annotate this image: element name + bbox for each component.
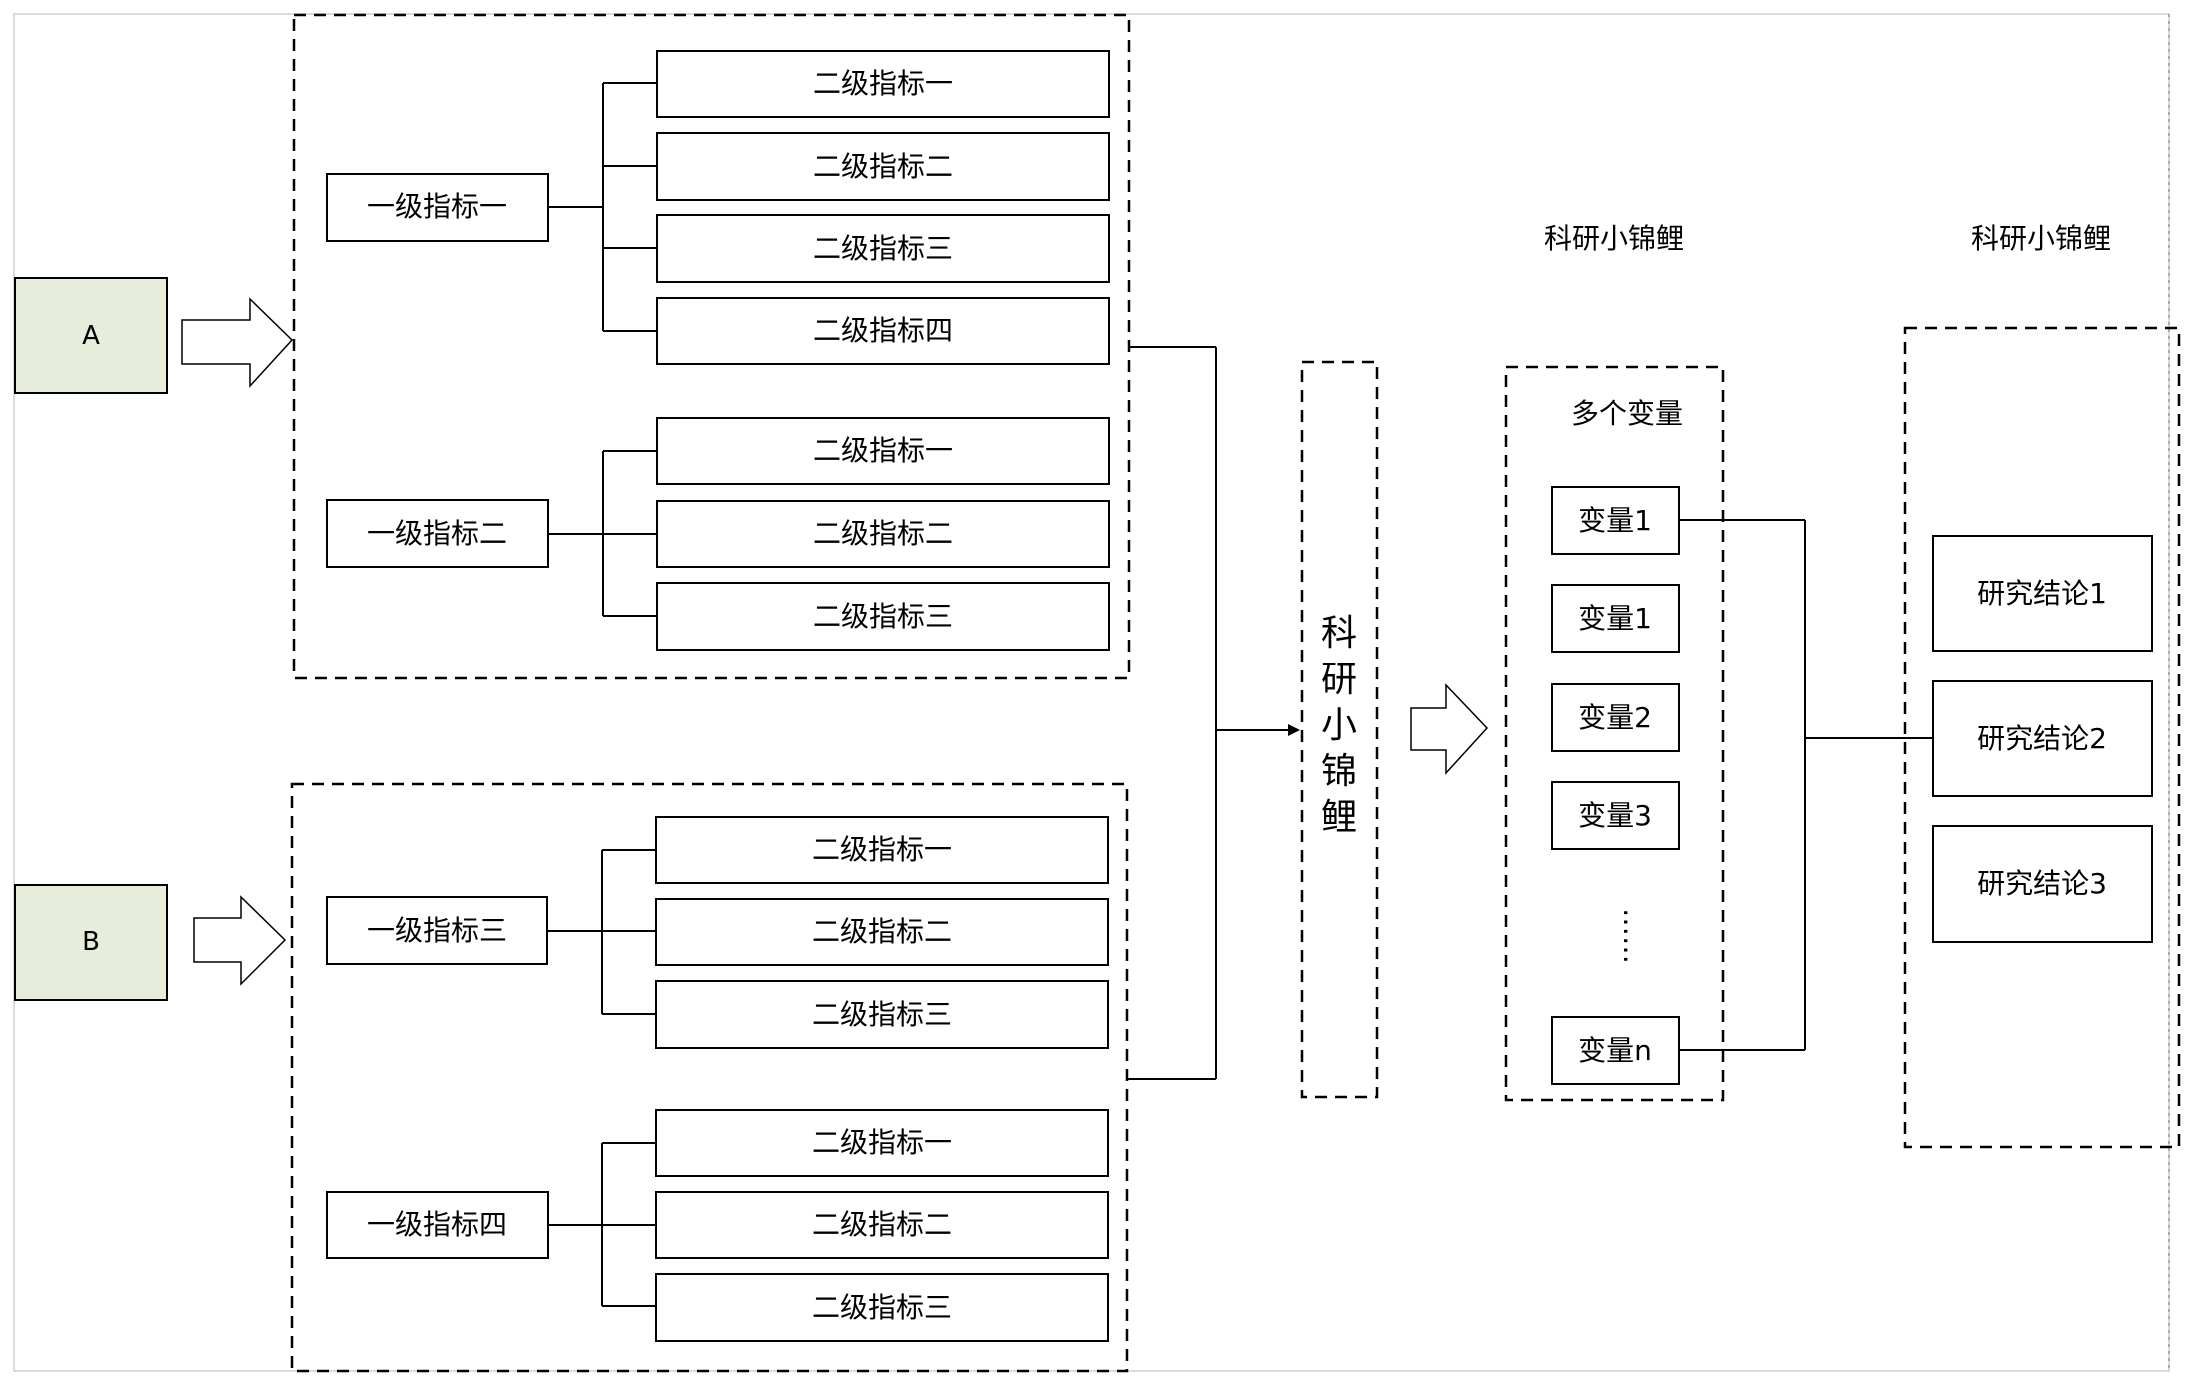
hollow-arrow-icon-center bbox=[1410, 683, 1489, 775]
svg-text:变量n: 变量n bbox=[1578, 1034, 1652, 1067]
outer-frame bbox=[13, 13, 2170, 1372]
source-a-label: A bbox=[82, 321, 100, 351]
bracket-primary-2 bbox=[548, 450, 657, 617]
svg-text:研究结论2: 研究结论2 bbox=[1977, 722, 2107, 755]
secondary-indicator-1-2: 二级指标二 bbox=[656, 132, 1110, 201]
svg-text:二级指标一: 二级指标一 bbox=[813, 434, 953, 467]
svg-text:一级指标一: 一级指标一 bbox=[367, 190, 507, 223]
svg-text:二级指标四: 二级指标四 bbox=[813, 314, 953, 347]
svg-text:二级指标二: 二级指标二 bbox=[812, 915, 952, 948]
secondary-indicator-3-1: 二级指标一 bbox=[655, 816, 1109, 884]
variable-item-3: 变量2 bbox=[1551, 683, 1680, 752]
source-a: A bbox=[14, 277, 168, 394]
svg-text:二级指标三: 二级指标三 bbox=[812, 998, 952, 1031]
conclusion-item-2: 研究结论2 bbox=[1932, 680, 2153, 797]
center-box-vertical-text: 科研小锦鲤 bbox=[1321, 613, 1357, 838]
svg-text:二级指标三: 二级指标三 bbox=[813, 600, 953, 633]
secondary-indicator-3-2: 二级指标二 bbox=[655, 898, 1109, 966]
primary-indicator-1: 一级指标一 bbox=[326, 173, 549, 242]
primary-indicator-3: 一级指标三 bbox=[326, 896, 548, 965]
variables-ellipsis-text: …… bbox=[1617, 908, 1650, 964]
conclusion-item-3: 研究结论3 bbox=[1932, 825, 2153, 943]
secondary-indicator-1-4: 二级指标四 bbox=[656, 297, 1110, 365]
variable-item-2: 变量1 bbox=[1551, 584, 1680, 653]
secondary-indicator-2-3: 二级指标三 bbox=[656, 582, 1110, 651]
secondary-indicator-4-2: 二级指标二 bbox=[655, 1191, 1109, 1259]
svg-text:一级指标二: 一级指标二 bbox=[367, 517, 507, 550]
variables-ellipsis: …… bbox=[1617, 908, 1650, 964]
svg-text:二级指标一: 二级指标一 bbox=[812, 833, 952, 866]
variables-title: 多个变量 bbox=[1571, 397, 1683, 430]
primary-indicator-2: 一级指标二 bbox=[326, 499, 549, 568]
hollow-arrow-icon-a bbox=[181, 297, 294, 388]
variable-item-1: 变量1 bbox=[1551, 486, 1680, 555]
group-frame-2 bbox=[290, 782, 1129, 1373]
conclusion-item-1: 研究结论1 bbox=[1932, 535, 2153, 652]
conclusions-frame bbox=[1903, 326, 2181, 1149]
svg-text:一级指标四: 一级指标四 bbox=[367, 1208, 507, 1241]
variable-item-4: 变量3 bbox=[1551, 781, 1680, 850]
connector-variables-to-conclusions bbox=[1679, 519, 1933, 1051]
conclusions-header: 科研小锦鲤 bbox=[1971, 222, 2111, 255]
variables-header: 科研小锦鲤 bbox=[1544, 222, 1684, 255]
svg-text:二级指标三: 二级指标三 bbox=[812, 1291, 952, 1324]
source-b: B bbox=[14, 884, 168, 1001]
svg-text:二级指标三: 二级指标三 bbox=[813, 232, 953, 265]
secondary-indicator-3-3: 二级指标三 bbox=[655, 980, 1109, 1049]
secondary-indicator-1-1: 二级指标一 bbox=[656, 50, 1110, 118]
svg-text:二级指标二: 二级指标二 bbox=[812, 1208, 952, 1241]
center-box-char: 鲤 bbox=[1321, 797, 1357, 838]
secondary-indicator-4-3: 二级指标三 bbox=[655, 1273, 1109, 1342]
center-box-char: 科 bbox=[1321, 613, 1357, 654]
center-box-char: 锦 bbox=[1321, 751, 1357, 792]
svg-text:变量1: 变量1 bbox=[1578, 504, 1652, 537]
bracket-primary-3 bbox=[547, 849, 656, 1015]
svg-text:研究结论3: 研究结论3 bbox=[1977, 867, 2107, 900]
svg-text:一级指标三: 一级指标三 bbox=[367, 914, 507, 947]
secondary-indicator-2-2: 二级指标二 bbox=[656, 500, 1110, 568]
bracket-primary-1 bbox=[548, 82, 657, 332]
svg-text:变量2: 变量2 bbox=[1578, 701, 1652, 734]
secondary-indicator-2-1: 二级指标一 bbox=[656, 417, 1110, 485]
svg-text:变量1: 变量1 bbox=[1578, 602, 1652, 635]
secondary-indicator-4-1: 二级指标一 bbox=[655, 1109, 1109, 1177]
center-box-char: 研 bbox=[1321, 659, 1357, 700]
svg-text:二级指标一: 二级指标一 bbox=[812, 1126, 952, 1159]
variable-item-n: 变量n bbox=[1551, 1016, 1680, 1085]
bracket-primary-4 bbox=[548, 1142, 656, 1307]
primary-indicator-4: 一级指标四 bbox=[326, 1191, 549, 1259]
center-box: 科研小锦鲤 bbox=[1300, 360, 1379, 1099]
hollow-arrow-icon-b bbox=[193, 895, 287, 986]
svg-text:二级指标二: 二级指标二 bbox=[813, 150, 953, 183]
source-b-label: B bbox=[82, 927, 100, 957]
variables-frame bbox=[1504, 365, 1725, 1102]
secondary-indicator-1-3: 二级指标三 bbox=[656, 214, 1110, 283]
svg-text:变量3: 变量3 bbox=[1578, 799, 1652, 832]
svg-text:研究结论1: 研究结论1 bbox=[1977, 577, 2107, 610]
svg-text:二级指标一: 二级指标一 bbox=[813, 67, 953, 100]
connector-groups-to-center bbox=[1127, 346, 1300, 1080]
svg-text:二级指标二: 二级指标二 bbox=[813, 517, 953, 550]
center-box-char: 小 bbox=[1321, 705, 1357, 746]
